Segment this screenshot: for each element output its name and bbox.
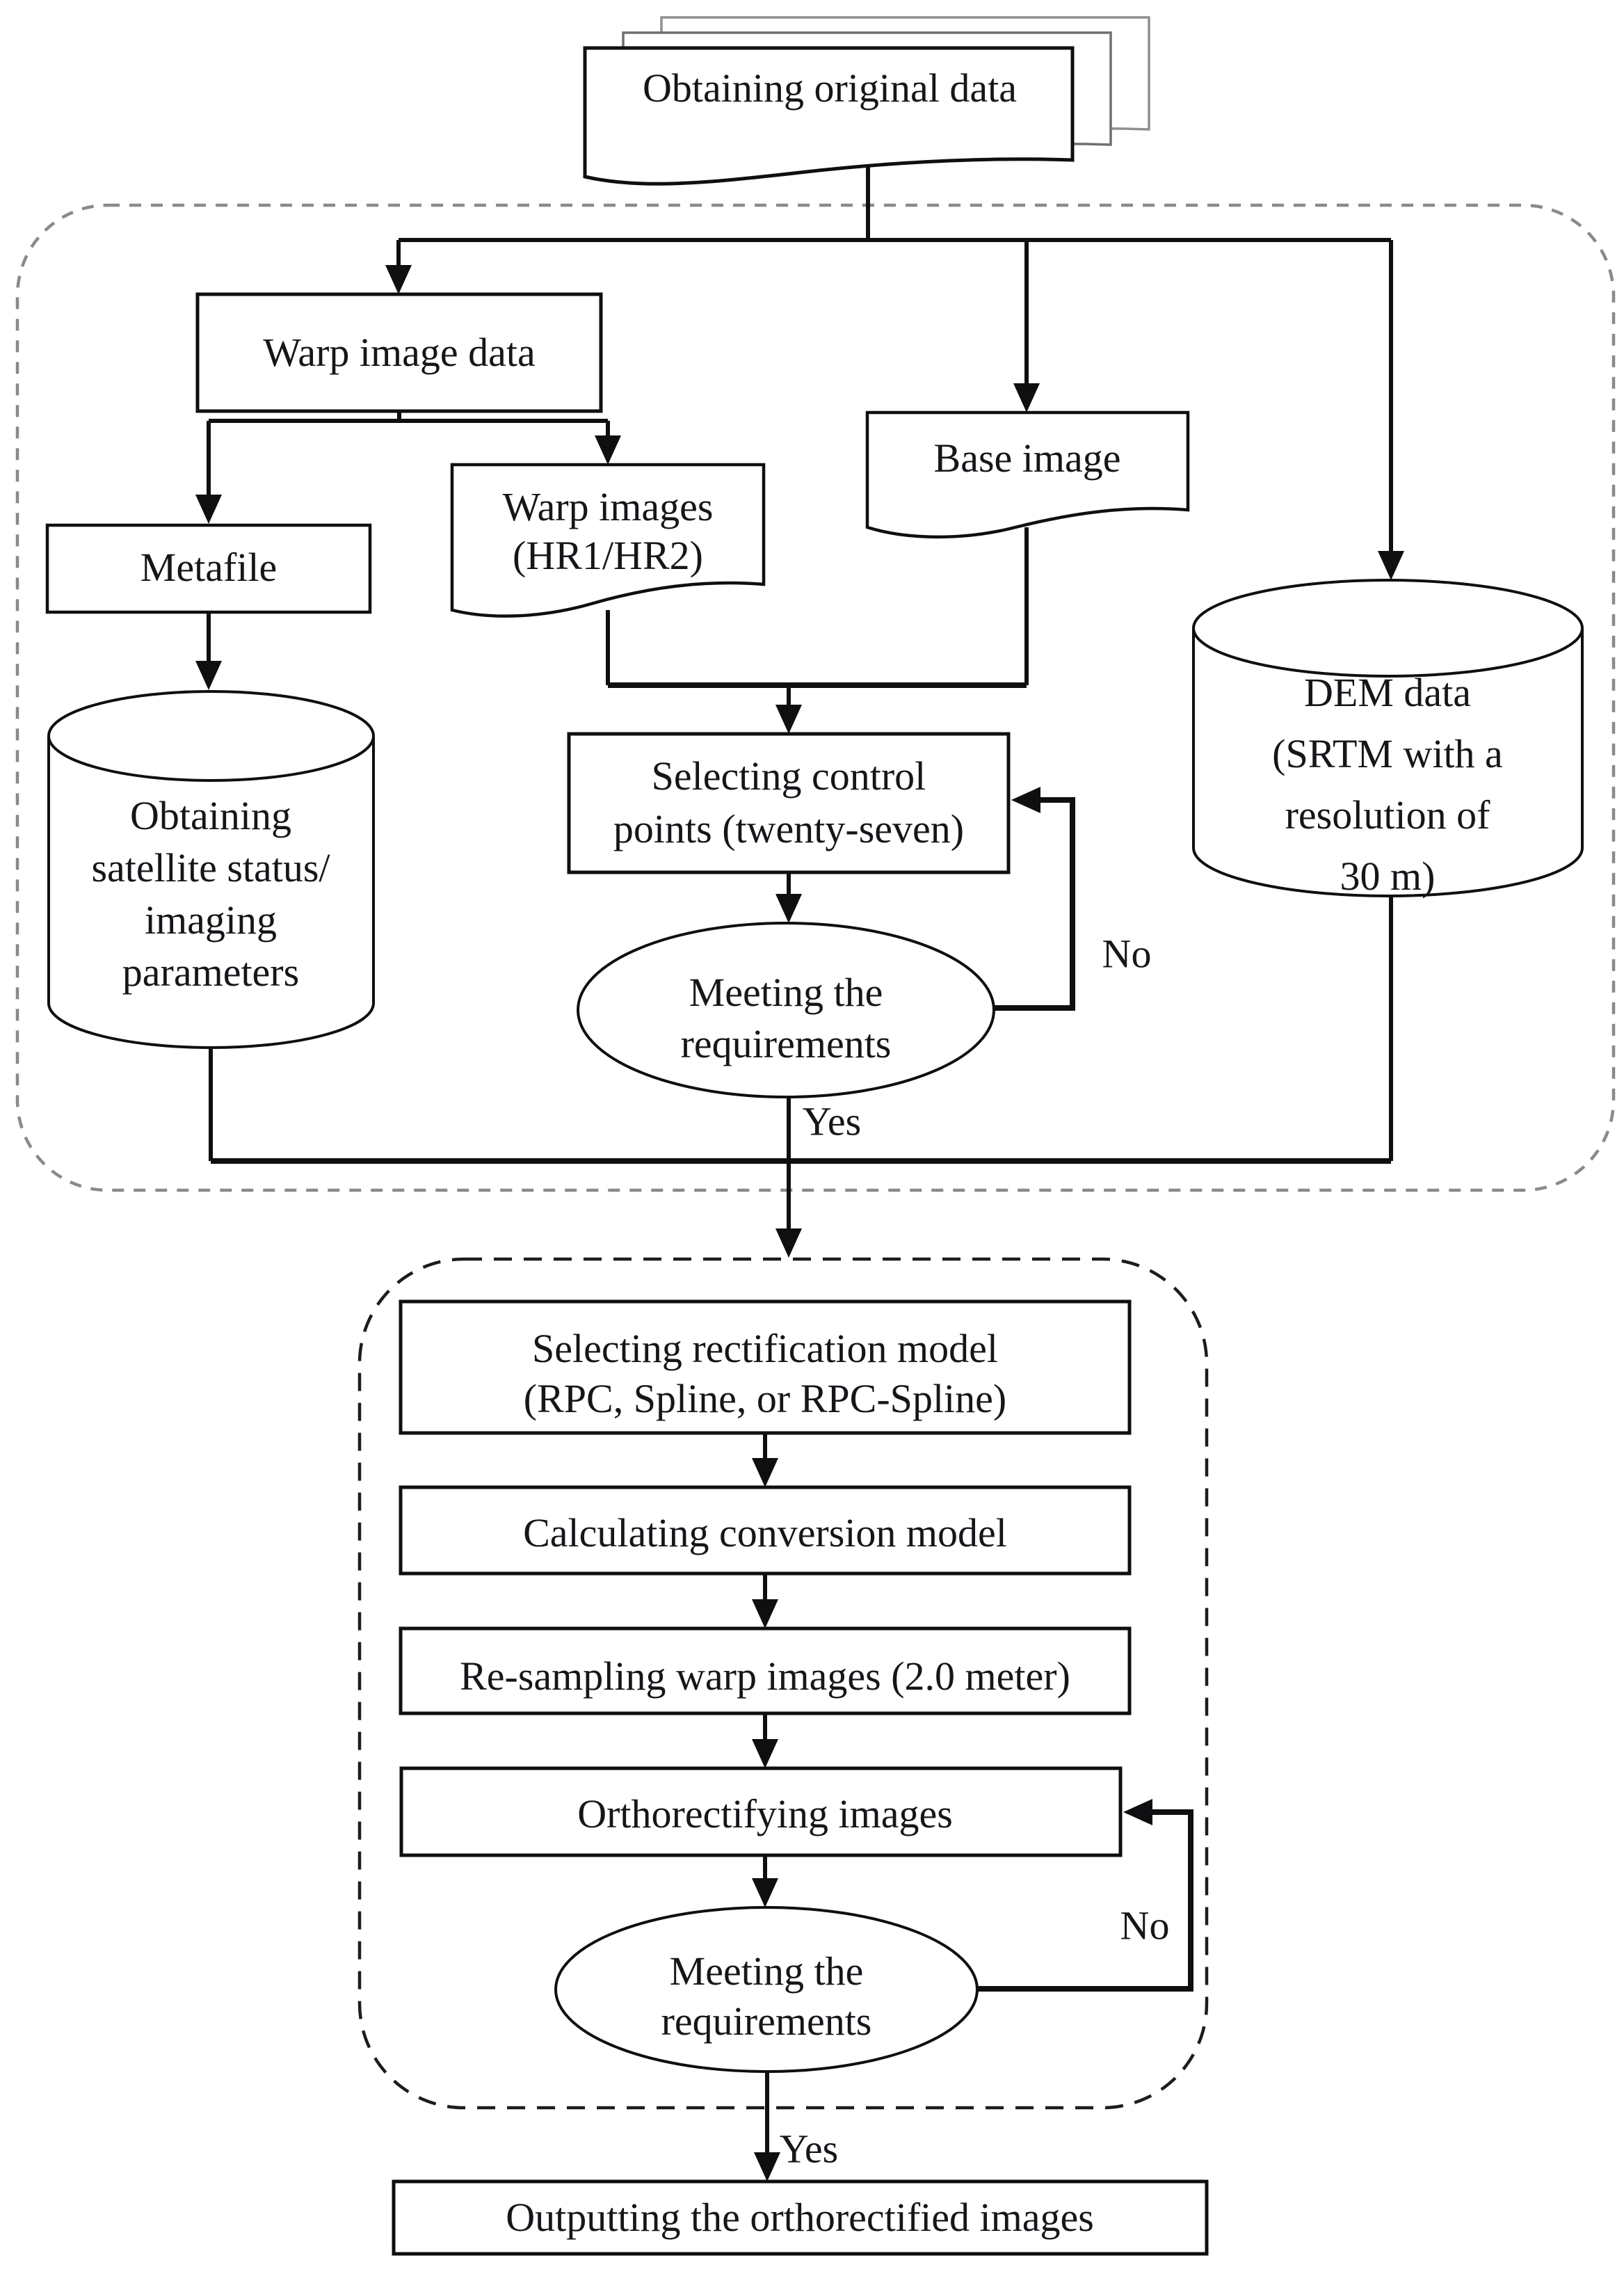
edge-no-loop-2: [977, 1799, 1193, 1992]
conversion-model-label: Calculating conversion model: [523, 1510, 1007, 1555]
no-label-2: No: [1120, 1903, 1170, 1948]
no-label-1: No: [1102, 931, 1152, 977]
warp-image-data-box: [195, 292, 603, 413]
rectification-model-box: [399, 1299, 1132, 1435]
satellite-params-label: Obtaining satellite status/ imaging para…: [91, 793, 330, 995]
satellite-params-cylinder: [47, 690, 375, 1049]
warp-images-label: Warp images (HR1/HR2): [502, 484, 714, 578]
orthorectifying-label: Orthorectifying images: [577, 1791, 953, 1836]
output-box: [392, 2179, 1209, 2256]
warp-image-data-label: Warp image data: [263, 330, 536, 375]
yes-label-1: Yes: [802, 1098, 862, 1144]
control-points-box: [567, 732, 1011, 874]
meeting-requirements-2-ellipse: [554, 1906, 979, 2073]
source-document-label: Obtaining original data: [643, 65, 1017, 111]
control-points-label: Selecting control points (twenty-seven): [613, 753, 965, 851]
resampling-box: [399, 1626, 1132, 1715]
meeting-requirements-1-label: Meeting the requirements: [680, 970, 892, 1066]
meeting-requirements-1-ellipse: [577, 922, 995, 1098]
yes-label-2: Yes: [779, 2126, 839, 2172]
rectification-model-label: Selecting rectification model (RPC, Spli…: [523, 1326, 1007, 1421]
dem-data-label: DEM data (SRTM with a resolution of 30 m…: [1272, 670, 1503, 899]
source-document: [583, 46, 1075, 186]
resampling-label: Re-sampling warp images (2.0 meter): [460, 1654, 1070, 1699]
metafile-label: Metafile: [140, 545, 278, 590]
connector-lines: [195, 166, 1404, 2181]
base-image-label: Base image: [933, 435, 1121, 481]
base-image-document: [865, 410, 1190, 539]
edge-no-loop-1: [994, 787, 1075, 1011]
metafile-box: [45, 523, 372, 614]
orthorectifying-box: [399, 1766, 1123, 1857]
conversion-model-box: [399, 1485, 1132, 1576]
source-document-stack: [583, 16, 1150, 186]
output-label: Outputting the orthorectified images: [506, 2195, 1094, 2240]
warp-images-document: [450, 463, 766, 618]
dem-data-cylinder: [1192, 579, 1584, 897]
stage-two-dashed-container: [357, 1257, 1209, 2110]
meeting-requirements-2-label: Meeting the requirements: [661, 1948, 872, 2044]
